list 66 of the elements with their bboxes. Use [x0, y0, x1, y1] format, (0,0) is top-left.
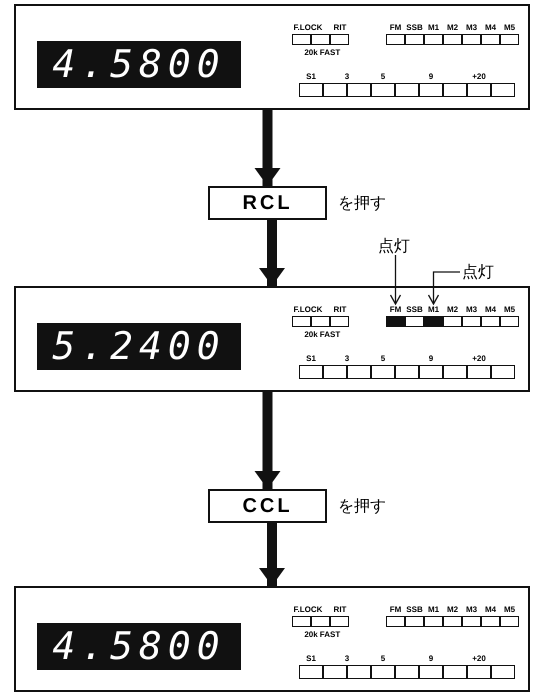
mode-label: M4 — [484, 305, 496, 314]
radio-panel — [14, 586, 530, 692]
mode-label: FM — [390, 305, 402, 314]
mode-label: FM — [390, 23, 402, 32]
band-label: 9 — [428, 72, 434, 81]
radio-panel — [14, 286, 530, 392]
mode-label: M4 — [484, 605, 496, 614]
band-label: 5 — [380, 654, 386, 663]
flow-arrow — [259, 523, 285, 586]
band-label: 3 — [344, 72, 350, 81]
key-box: RCL — [208, 186, 327, 220]
switch-label: 20k — [304, 48, 318, 57]
flow-arrow — [254, 110, 280, 186]
leader-arrow — [390, 255, 402, 305]
flow-arrow — [259, 220, 285, 286]
frequency-display: 4.5800 — [37, 623, 241, 670]
band-label: 5 — [380, 354, 386, 363]
band-label: 9 — [428, 354, 434, 363]
mode-label: M1 — [428, 605, 440, 614]
mode-label: M5 — [504, 305, 516, 314]
band-label: 9 — [428, 654, 434, 663]
mode-label: SSB — [406, 605, 423, 614]
band-label: S1 — [306, 354, 316, 363]
leader-arrow — [428, 271, 460, 305]
radio-panel — [14, 4, 530, 110]
switch-label: F.LOCK — [294, 605, 322, 614]
switch-label: RIT — [334, 305, 346, 314]
frequency-display: 4.5800 — [37, 41, 241, 88]
band-label: S1 — [306, 72, 316, 81]
switch-label: FAST — [320, 330, 340, 339]
switch-label: 20k — [304, 630, 318, 639]
switch-label: RIT — [334, 23, 346, 32]
frequency-display: 5.2400 — [37, 323, 241, 370]
key-box: CCL — [208, 489, 327, 523]
mode-label: M1 — [428, 305, 440, 314]
band-label: +20 — [472, 72, 486, 81]
band-label: 3 — [344, 654, 350, 663]
mode-label: M2 — [446, 23, 458, 32]
band-label: 3 — [344, 354, 350, 363]
instruction-text: を押す — [338, 194, 386, 212]
flow-arrow — [254, 392, 280, 489]
mode-label: M1 — [428, 23, 440, 32]
switch-label: F.LOCK — [294, 305, 322, 314]
mode-label: SSB — [406, 23, 423, 32]
annotation-text: 点灯 — [462, 263, 494, 281]
mode-label: M5 — [504, 605, 516, 614]
switch-label: FAST — [320, 630, 340, 639]
band-label: +20 — [472, 654, 486, 663]
annotation-text: 点灯 — [378, 237, 410, 255]
mode-label: SSB — [406, 305, 423, 314]
band-label: +20 — [472, 354, 486, 363]
mode-label: M3 — [466, 23, 478, 32]
mode-label: M3 — [466, 305, 478, 314]
switch-label: FAST — [320, 48, 340, 57]
mode-label: M4 — [484, 23, 496, 32]
switch-label: F.LOCK — [294, 23, 322, 32]
band-label: S1 — [306, 654, 316, 663]
switch-label: 20k — [304, 330, 318, 339]
mode-label: FM — [390, 605, 402, 614]
mode-label: M3 — [466, 605, 478, 614]
mode-label: M2 — [446, 605, 458, 614]
mode-label: M5 — [504, 23, 516, 32]
mode-label: M2 — [446, 305, 458, 314]
switch-label: RIT — [334, 605, 346, 614]
band-label: 5 — [380, 72, 386, 81]
instruction-text: を押す — [338, 497, 386, 515]
